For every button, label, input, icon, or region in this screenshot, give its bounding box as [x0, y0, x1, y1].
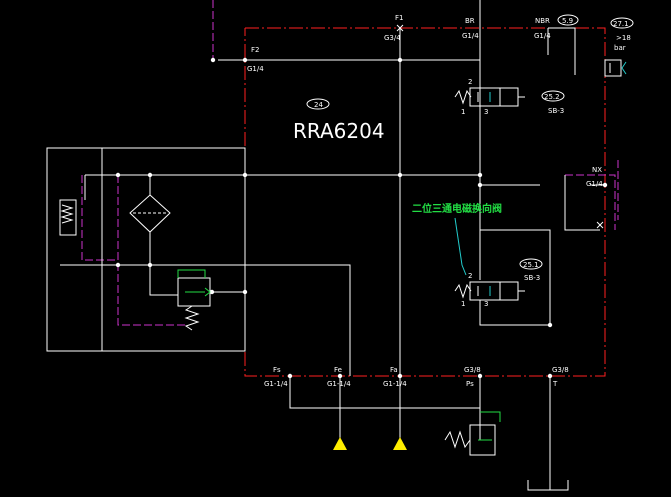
port-nbr-tag: 5.9 [562, 17, 573, 25]
port-nx-name: NX [592, 166, 602, 174]
port-f1-thread: G3/4 [384, 34, 401, 42]
pressure-switch-tag: 27.1 [613, 20, 629, 28]
port-nbr-name: NBR [535, 17, 550, 25]
solenoid-valve-lower [454, 281, 525, 301]
port-fa-name: Fa [390, 366, 398, 374]
valve-lower-port-3: 3 [484, 300, 488, 308]
port-ps-thread: G3/8 [464, 366, 481, 374]
port-f2-name: F2 [251, 46, 259, 54]
pressure-switch-symbol [604, 59, 627, 77]
valve-upper-port-3: 3 [484, 108, 488, 116]
port-nbr-thread: G1/4 [534, 32, 551, 40]
port-ps-name: Ps [466, 380, 474, 388]
port-fa-thread: G1-1/4 [383, 380, 407, 388]
note-arrow [454, 217, 467, 276]
tank-icon [393, 437, 407, 450]
port-t-name: T [552, 380, 558, 388]
port-f2-thread: G1/4 [247, 65, 264, 73]
accumulator-symbol [59, 199, 77, 236]
pressure-switch-unit: bar [614, 44, 626, 52]
port-fs-thread: G1-1/4 [264, 380, 288, 388]
valve-upper-port-1: 1 [461, 108, 465, 116]
tag-ovals [306, 14, 634, 270]
relief-valve-left [177, 269, 211, 331]
port-f1-name: F1 [395, 14, 403, 22]
port-nx-thread: G1/4 [586, 180, 603, 188]
block-model-tag: 24 [314, 101, 323, 109]
hydraulic-lines [46, 0, 605, 491]
note-text: 二位三通电磁换向阀 [412, 202, 502, 215]
tank-icon [333, 437, 347, 450]
port-fs-name: Fs [273, 366, 281, 374]
junction-dots [115, 57, 608, 379]
relief-valve-bottom [444, 411, 501, 456]
port-br-thread: G1/4 [462, 32, 479, 40]
pressure-switch-setting: >18 [616, 34, 631, 42]
valve-upper-tag: 25.2 [544, 93, 560, 101]
valve-lower-port-2: 2 [468, 272, 472, 280]
solenoid-valve-upper [454, 85, 525, 107]
port-br-name: BR [465, 17, 475, 25]
tank-symbols [333, 437, 407, 450]
block-model-label: RRA6204 [293, 119, 385, 143]
valve-lower-tag: 25.1 [523, 261, 539, 269]
valve-upper-model: SB-3 [548, 107, 564, 115]
filter-symbol [129, 194, 171, 233]
valve-lower-model: SB-3 [524, 274, 540, 282]
port-fe-thread: G1-1/4 [327, 380, 351, 388]
valve-lower-port-1: 1 [461, 300, 465, 308]
port-cross-marks [396, 24, 604, 229]
valve-upper-port-2: 2 [468, 78, 472, 86]
port-fe-name: Fe [334, 366, 342, 374]
port-t-thread: G3/8 [552, 366, 569, 374]
